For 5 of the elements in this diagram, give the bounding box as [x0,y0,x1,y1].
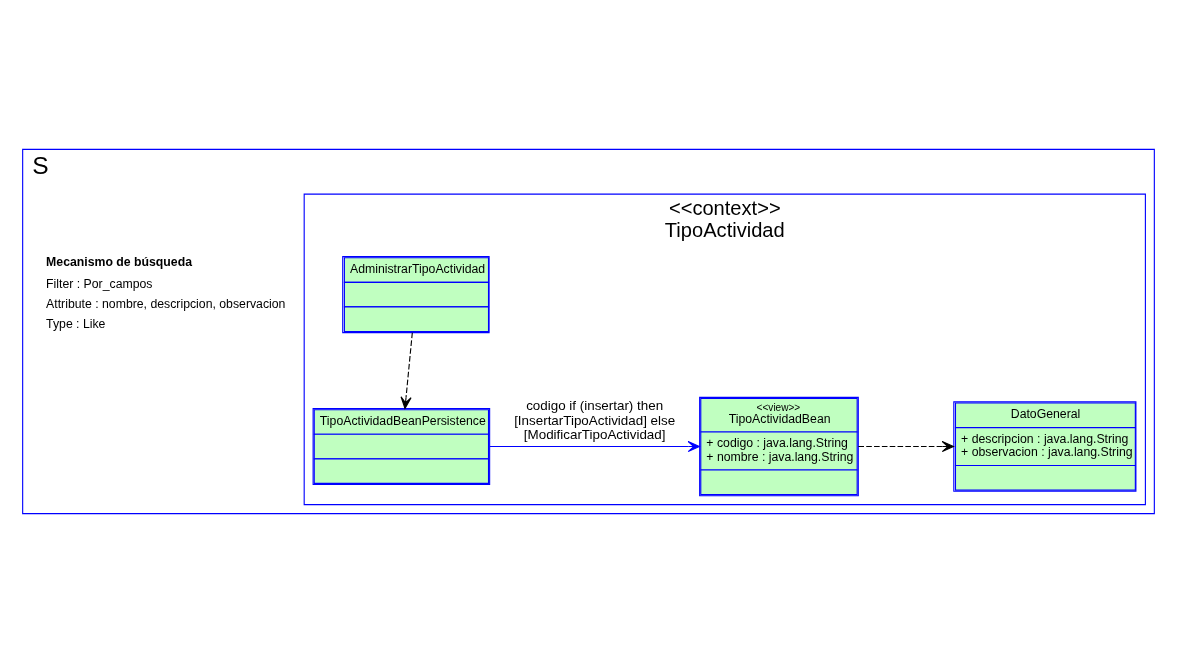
arrow [489,441,700,453]
node-text: Mecanismo de búsqueda Filter : Por_campos Attribute : nombre, descripcion, observacion Type : Like [46,255,286,331]
arrow [400,332,413,409]
arrow [857,441,954,453]
edge-label: codigo if (insertar) then [InsertarTipoActividad] else [ModificarTipoActividad] [514,398,676,443]
